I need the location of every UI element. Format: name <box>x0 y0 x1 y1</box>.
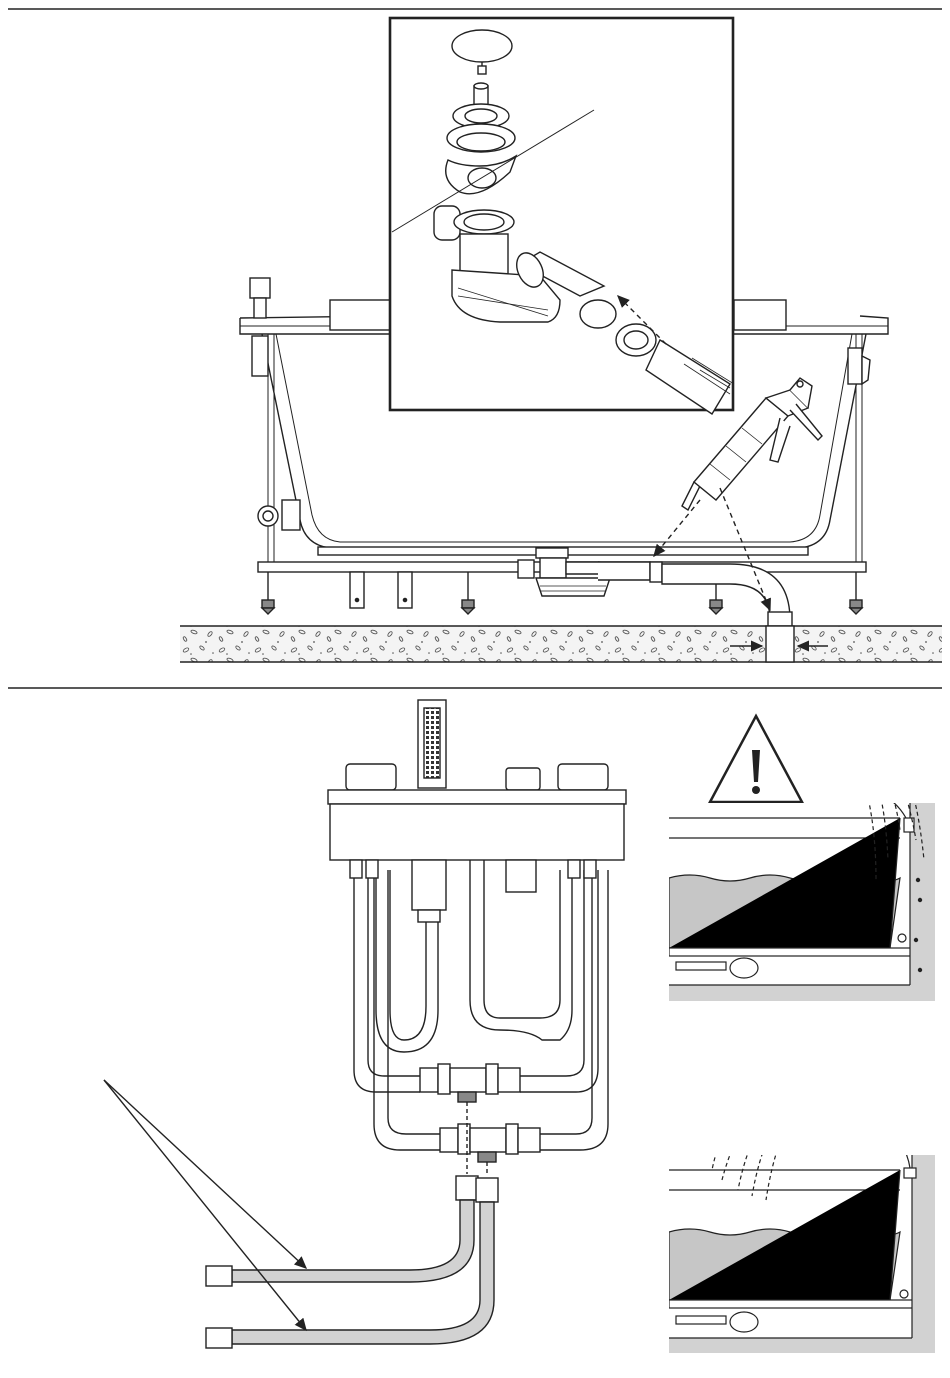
cold-water-handle <box>558 764 608 790</box>
flexible-hose-upper <box>206 1176 478 1286</box>
hand-shower-holder <box>418 700 446 788</box>
panel-shower-over-tub <box>669 1066 935 1353</box>
adjustable-foot <box>462 572 474 614</box>
t-connector-lower <box>440 1124 540 1162</box>
hot-water-handle <box>346 764 396 790</box>
detail-inset-drain <box>390 18 734 414</box>
floor-screed <box>180 626 942 662</box>
adjustable-foot <box>262 572 274 614</box>
adjustable-foot <box>850 572 862 614</box>
panel-shower-in-tub <box>669 714 935 1001</box>
t-connector-upper <box>420 1064 520 1102</box>
supply-connectors <box>350 860 596 878</box>
deck-plate <box>328 790 626 804</box>
warning-triangle-icon <box>710 716 802 802</box>
diverter-knob <box>506 768 540 790</box>
drain-waste-assembly <box>518 548 792 632</box>
mixer-body <box>330 804 624 860</box>
mixer-section <box>104 700 626 1348</box>
